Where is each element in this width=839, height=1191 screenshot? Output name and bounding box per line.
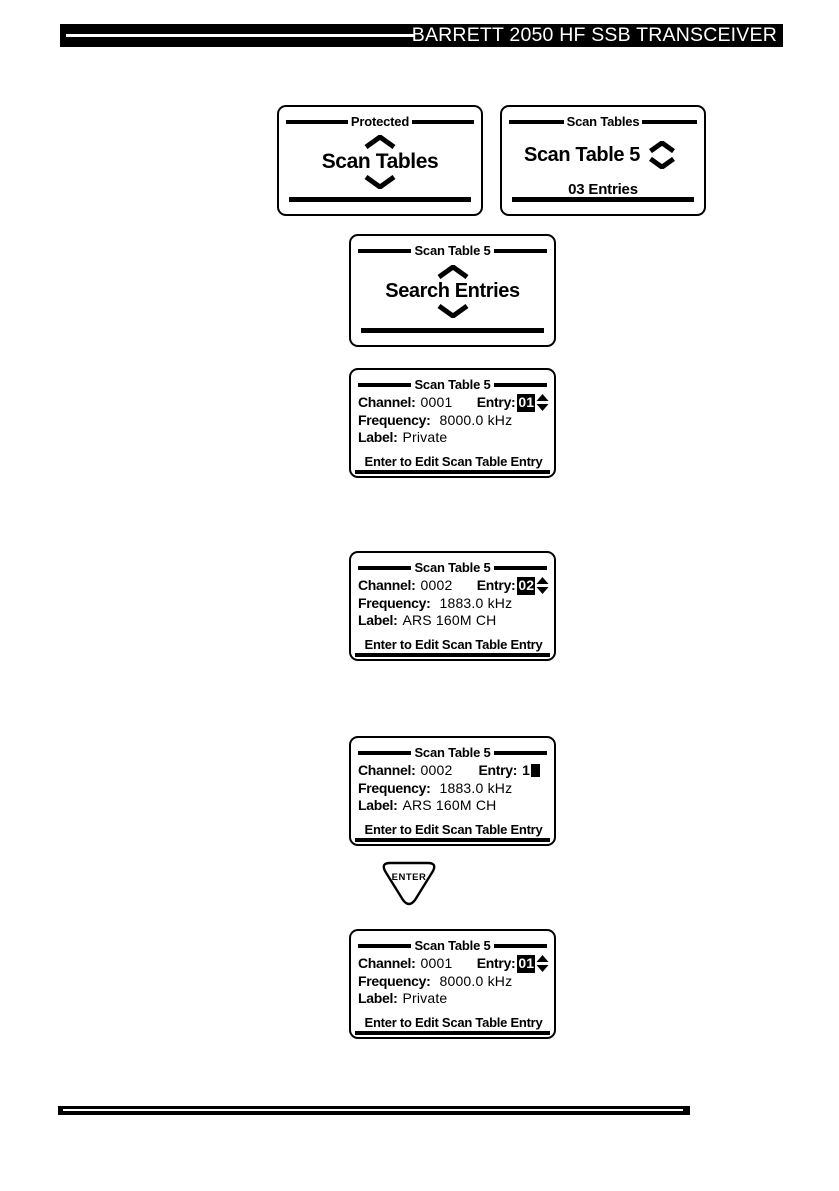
lcd-title: Scan Tables (509, 114, 698, 129)
footer-rule (63, 1109, 683, 1111)
enter-key-label: ENTER (392, 872, 427, 883)
lcd-screen-entry-01-after: Scan Table 5 Channel: 0001 Entry: 01 (349, 929, 556, 1039)
selected-table-label: Scan Table 5 (524, 143, 640, 166)
lcd-bottom-rule (355, 838, 550, 842)
hint-text: Enter to Edit Scan Table Entry (364, 453, 543, 469)
lcd-title-text: Scan Table 5 (414, 560, 491, 575)
title-rule-right (493, 943, 547, 948)
menu-selector: Search Entries (351, 258, 554, 325)
label-field: Label: Private (358, 990, 448, 1006)
chevron-down-icon (437, 304, 468, 318)
entry-field: Entry: 01 (477, 955, 549, 973)
lcd-title-text: Scan Table 5 (414, 745, 491, 760)
lcd-screen-scan-tables: Scan Tables Scan Table 5 03 Entries (500, 105, 706, 216)
entry-count-label: 03 Entries (568, 181, 638, 198)
page-title: BARRETT 2050 HF SSB TRANSCEIVER (411, 24, 777, 46)
enter-key-icon: ENTER (378, 858, 440, 910)
title-rule-right (493, 565, 547, 570)
entry-value-selected: 01 (517, 955, 535, 973)
label-field: Label: ARS 160M CH (358, 797, 497, 813)
label-field: Label: Private (358, 429, 448, 445)
lcd-screen-protected: Protected Scan Tables (277, 105, 483, 216)
page-footer (58, 1106, 690, 1115)
lcd-screen-entry-01: Scan Table 5 Channel: 0001 Entry: 01 (349, 368, 556, 478)
lcd-title-text: Scan Table 5 (414, 243, 491, 258)
chevron-up-icon (437, 265, 468, 279)
lcd-title: Protected (286, 114, 475, 129)
lcd-title: Scan Table 5 (358, 938, 547, 953)
lcd-title-text: Protected (350, 114, 410, 129)
entry-details: Channel: 0001 Entry: 01 Frequency: 8000.… (358, 955, 549, 1030)
title-rule-right (412, 119, 475, 124)
label-field: Label: ARS 160M CH (358, 612, 497, 628)
title-rule-left (358, 565, 412, 570)
entry-spinner-icon (536, 394, 549, 412)
lcd-screen-search-entries: Scan Table 5 Search Entries (349, 234, 556, 347)
title-rule-left (286, 119, 348, 124)
header-rule (66, 34, 414, 37)
entry-value-selected: 02 (517, 577, 535, 595)
entry-details: Channel: 0002 Entry: 1 Frequency: 1883.0… (358, 762, 549, 837)
menu-item-label: Search Entries (385, 280, 520, 302)
menu-item-label: Scan Tables (321, 149, 439, 173)
title-rule-left (358, 943, 412, 948)
frequency-field: Frequency: 1883.0 kHz (358, 594, 513, 611)
lcd-bottom-rule (361, 328, 544, 333)
lcd-screen-entry-edit: Scan Table 5 Channel: 0002 Entry: 1 Freq… (349, 736, 556, 846)
edit-cursor-icon (531, 764, 541, 778)
entry-field: Entry: 1 (478, 762, 541, 780)
lcd-title: Scan Table 5 (358, 377, 547, 392)
title-rule-right (642, 119, 698, 124)
title-rule-right (493, 248, 547, 253)
menu-selector: Scan Tables (279, 129, 481, 194)
lcd-bottom-rule (355, 1031, 550, 1035)
title-rule-left (358, 248, 412, 253)
lcd-title: Scan Table 5 (358, 745, 547, 760)
frequency-field: Frequency: 1883.0 kHz (358, 779, 513, 796)
title-rule-left (358, 382, 412, 387)
entry-field: Entry: 01 (477, 394, 549, 412)
chevron-up-icon (364, 134, 396, 149)
lcd-screen-entry-02: Scan Table 5 Channel: 0002 Entry: 02 (349, 551, 556, 661)
entry-value-editing: 1 (522, 762, 531, 778)
lcd-title-text: Scan Table 5 (414, 377, 491, 392)
channel-field: Channel: 0001 (358, 394, 453, 410)
lcd-title: Scan Table 5 (358, 243, 547, 258)
hint-text: Enter to Edit Scan Table Entry (364, 1014, 543, 1030)
lcd-title-text: Scan Table 5 (414, 938, 491, 953)
lcd-bottom-rule (512, 197, 694, 202)
entry-details: Channel: 0001 Entry: 01 Frequency: 8000.… (358, 394, 549, 469)
page-header: BARRETT 2050 HF SSB TRANSCEIVER (60, 24, 783, 47)
lcd-title-text: Scan Tables (566, 114, 640, 129)
entry-field: Entry: 02 (477, 577, 549, 595)
entry-spinner-icon (536, 577, 549, 595)
channel-field: Channel: 0002 (358, 577, 453, 593)
hint-text: Enter to Edit Scan Table Entry (364, 636, 543, 652)
title-rule-right (493, 382, 547, 387)
channel-field: Channel: 0002 (358, 762, 453, 778)
title-rule-right (493, 750, 547, 755)
frequency-field: Frequency: 8000.0 kHz (358, 411, 513, 428)
chevron-down-icon (649, 157, 675, 169)
up-down-chevrons (648, 141, 676, 169)
lcd-bottom-rule (355, 470, 550, 474)
chevron-down-icon (364, 174, 396, 189)
title-rule-left (509, 119, 564, 124)
entry-value-selected: 01 (517, 394, 535, 412)
entry-details: Channel: 0002 Entry: 02 Frequency: 1883.… (358, 577, 549, 652)
chevron-up-icon (649, 141, 675, 153)
hint-text: Enter to Edit Scan Table Entry (364, 821, 543, 837)
entry-spinner-icon (536, 955, 549, 973)
lcd-bottom-rule (289, 197, 471, 202)
title-rule-left (358, 750, 412, 755)
lcd-bottom-rule (355, 653, 550, 657)
table-selector: Scan Table 5 (502, 133, 698, 177)
channel-field: Channel: 0001 (358, 955, 453, 971)
lcd-title: Scan Table 5 (358, 560, 547, 575)
frequency-field: Frequency: 8000.0 kHz (358, 972, 513, 989)
